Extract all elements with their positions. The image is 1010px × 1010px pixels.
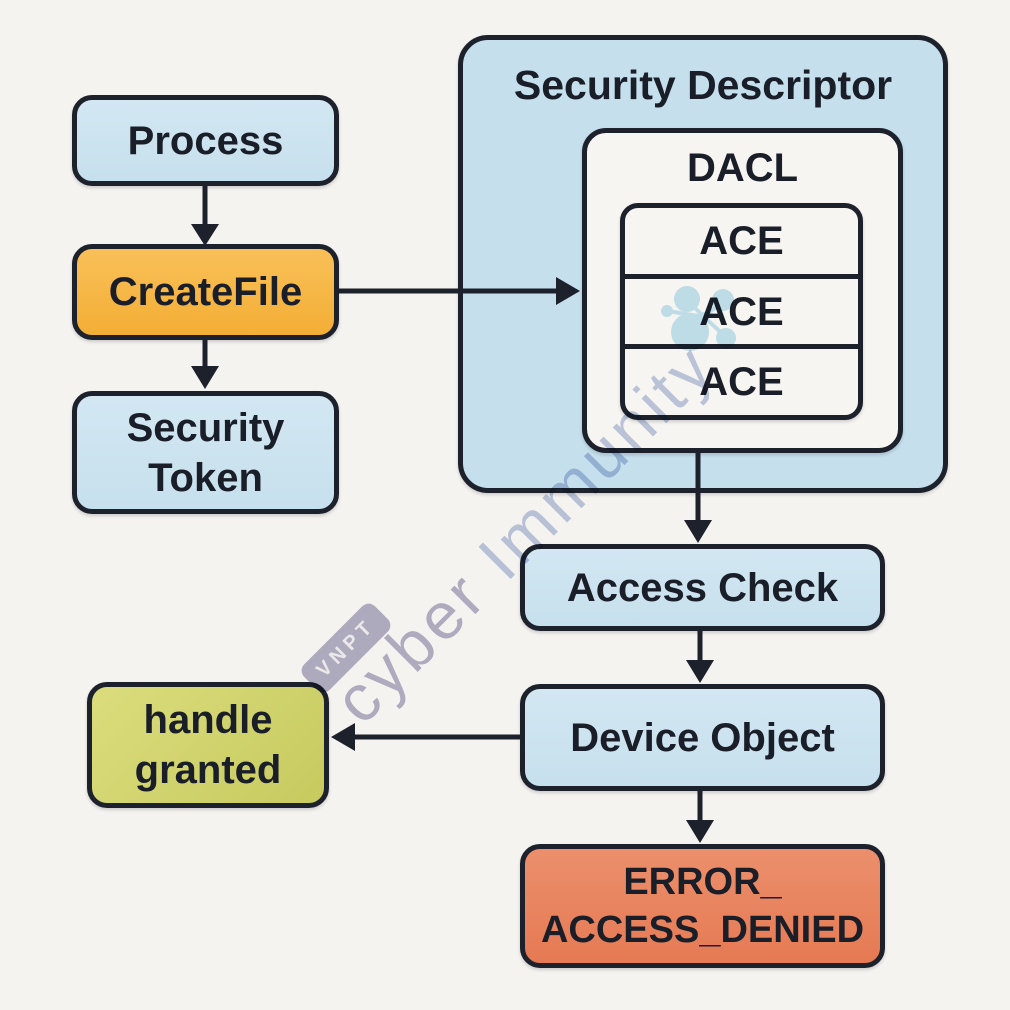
watermark-word-cyber: cyber — [319, 556, 501, 738]
security-token-node: Security Token — [72, 391, 339, 514]
createfile-node: CreateFile — [72, 244, 339, 340]
error-access-denied-node: ERROR_ ACCESS_DENIED — [520, 844, 885, 968]
handle-granted-label-line1: handle — [143, 698, 273, 742]
security-token-label-line1: Security — [126, 405, 285, 450]
ace-stack: ACE ACE ACE — [620, 203, 863, 420]
device-object-node: Device Object — [520, 684, 885, 791]
access-check-node: Access Check — [520, 544, 885, 631]
access-check-label: Access Check — [566, 565, 839, 610]
ace-entry: ACE — [625, 344, 858, 415]
error-label-line1: ERROR_ — [623, 861, 782, 903]
handle-granted-label-line2: granted — [134, 748, 282, 792]
security-descriptor-title: Security Descriptor — [513, 62, 893, 108]
handle-granted-node: handle granted — [87, 682, 329, 808]
error-label-line2: ACCESS_DENIED — [540, 909, 865, 951]
createfile-label: CreateFile — [108, 270, 303, 314]
process-node: Process — [72, 95, 339, 186]
dacl-title: DACL — [686, 146, 799, 190]
process-label: Process — [127, 118, 284, 163]
security-token-label-line2: Token — [148, 455, 263, 500]
ace-entry: ACE — [625, 273, 858, 345]
device-object-label: Device Object — [570, 715, 835, 760]
ace-entry: ACE — [699, 218, 784, 263]
